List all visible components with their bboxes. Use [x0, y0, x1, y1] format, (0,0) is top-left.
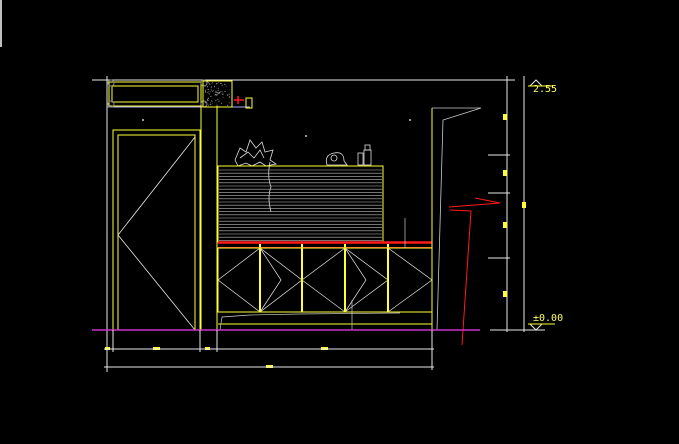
hatch-stroke — [208, 82, 211, 85]
hatch-stroke — [219, 91, 221, 93]
bottles-decoration — [357, 144, 372, 166]
hatch-stroke — [210, 86, 213, 88]
hatch-stroke — [220, 102, 223, 105]
hatch-stroke — [216, 93, 218, 96]
elevation-marker-base — [528, 323, 555, 331]
center-mark — [409, 119, 411, 121]
section-marker — [234, 96, 253, 109]
striped-panel — [217, 165, 384, 243]
center-mark — [305, 135, 307, 137]
hatch-stroke — [217, 89, 219, 91]
red-stool-section — [448, 197, 501, 346]
hatch-stroke — [221, 93, 224, 95]
center-mark — [142, 119, 144, 121]
hatch-stroke — [228, 96, 230, 98]
hatch-stroke — [224, 90, 226, 93]
hatch-stroke — [217, 92, 219, 94]
hatch-stroke — [207, 81, 209, 84]
hatch-stroke — [207, 91, 209, 93]
hatch-stroke — [210, 89, 212, 91]
hatch-stroke — [221, 91, 223, 93]
hatch-stroke — [215, 91, 218, 93]
hatch-stroke — [204, 101, 207, 104]
hatched-column-section — [202, 80, 233, 108]
hatch-stroke — [211, 100, 213, 102]
hatch-stroke — [215, 94, 217, 96]
hatch-stroke — [207, 97, 209, 100]
elevation-label-top: 2.55 — [533, 84, 558, 95]
right-wall-profile — [432, 107, 482, 331]
hatch-stroke — [209, 91, 211, 93]
door — [112, 129, 201, 331]
horizontal-dimension-lines — [104, 330, 434, 370]
hatch-stroke — [217, 98, 219, 101]
lower-cabinet — [217, 218, 433, 331]
top-beam — [107, 79, 250, 108]
hatch-stroke — [204, 89, 206, 91]
hatch-stroke — [208, 93, 210, 95]
hatch-stroke — [210, 95, 212, 97]
plant-decoration — [234, 139, 278, 213]
hatch-stroke — [218, 92, 221, 95]
hatch-stroke — [224, 83, 226, 86]
hatch-stroke — [218, 100, 220, 103]
vase-decoration — [325, 152, 348, 166]
vertical-dimension-chain — [488, 76, 545, 332]
hatch-stroke — [212, 90, 214, 92]
hatch-stroke — [211, 82, 214, 84]
elevation-label-base: ±0.00 — [533, 313, 564, 324]
hatch-stroke — [204, 85, 206, 87]
elevation-marker-top — [528, 79, 553, 87]
hatch-stroke — [221, 84, 223, 86]
hatch-stroke — [226, 94, 229, 96]
